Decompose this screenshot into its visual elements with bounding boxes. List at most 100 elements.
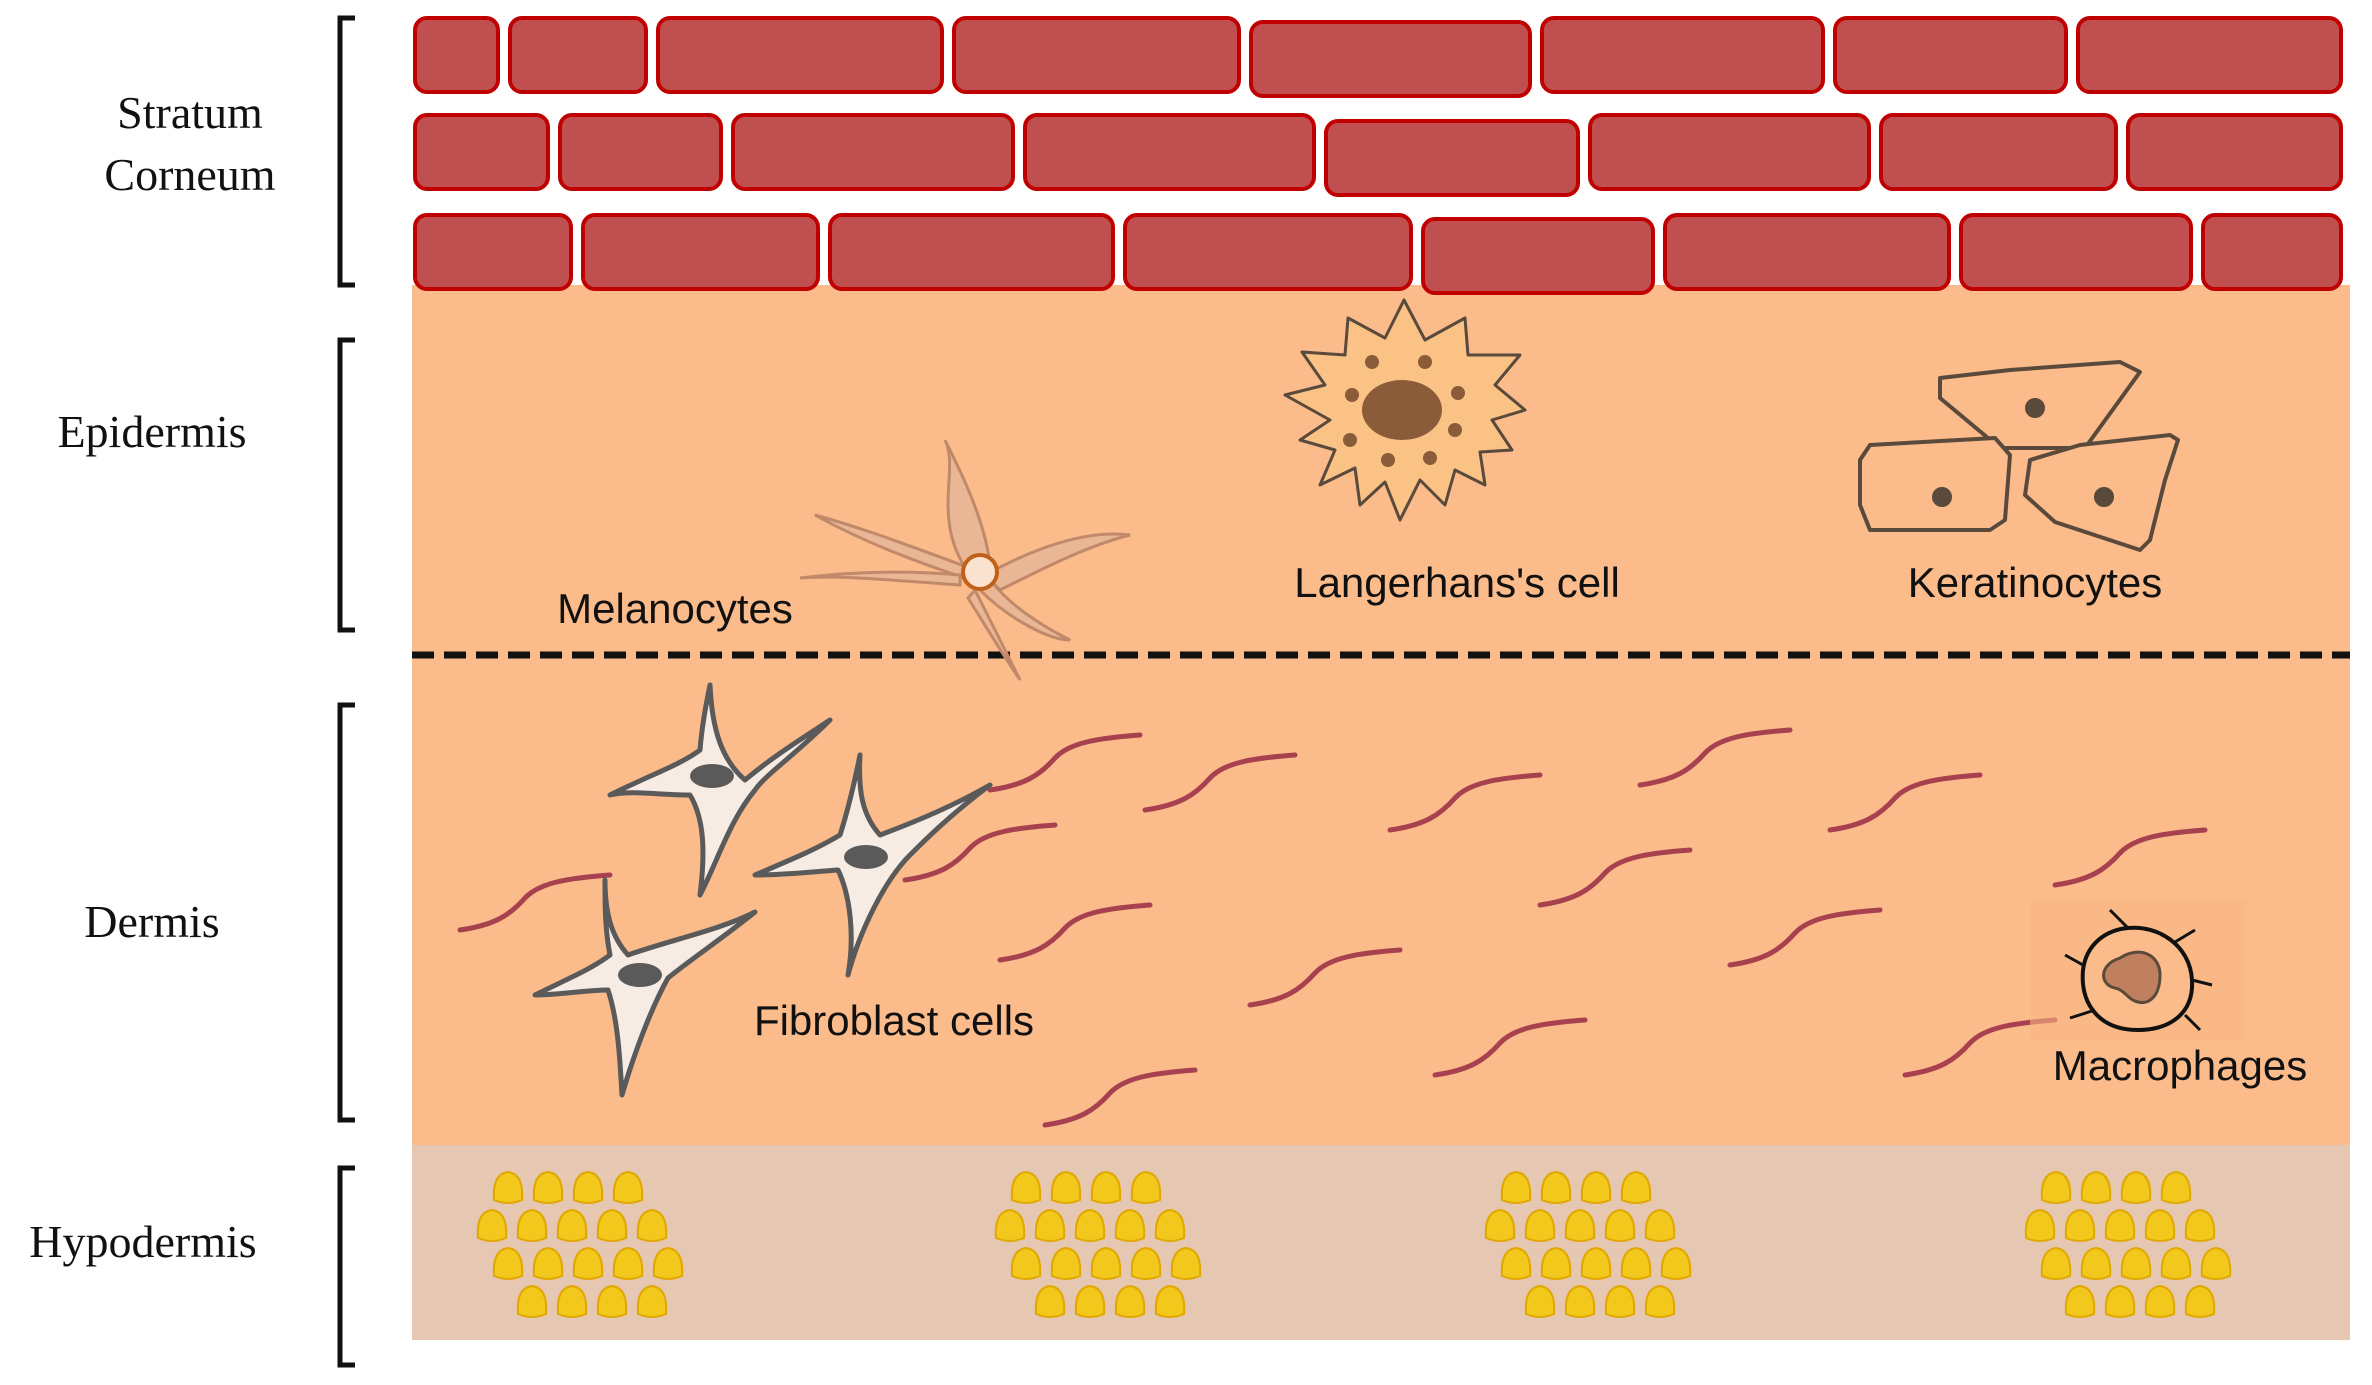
adipocyte xyxy=(556,1208,588,1242)
corneocyte-brick xyxy=(1540,16,1825,94)
adipocyte xyxy=(2024,1208,2056,1242)
adipocyte xyxy=(1154,1208,1186,1242)
adipocyte xyxy=(1034,1284,1066,1318)
adipocyte xyxy=(532,1170,564,1204)
stratum-corneum-bricks xyxy=(413,16,2343,295)
adipocyte xyxy=(1114,1284,1146,1318)
corneocyte-brick xyxy=(1249,20,1532,98)
layer-brackets xyxy=(337,15,355,1368)
adipocyte xyxy=(1620,1246,1652,1280)
adipocyte xyxy=(2104,1208,2136,1242)
adipocyte xyxy=(1154,1284,1186,1318)
adipocyte xyxy=(2104,1284,2136,1318)
adipocyte xyxy=(2080,1246,2112,1280)
adipocyte xyxy=(1524,1284,1556,1318)
corneocyte-brick xyxy=(2201,213,2343,291)
adipocyte xyxy=(2200,1246,2232,1280)
label-melanocytes: Melanocytes xyxy=(557,585,793,632)
corneocyte-brick xyxy=(1123,213,1413,291)
collagen-fiber xyxy=(1387,772,1543,833)
label-langerhans-cell: Langerhans's cell xyxy=(1294,559,1620,606)
fibroblast-cells-icon xyxy=(532,682,993,1098)
adipocyte xyxy=(492,1170,524,1204)
adipocyte xyxy=(1620,1170,1652,1204)
adipocyte xyxy=(994,1208,1026,1242)
adipocyte xyxy=(1540,1246,1572,1280)
collagen-fiber xyxy=(1247,947,1403,1008)
corneocyte-brick xyxy=(1879,113,2118,191)
adipocyte xyxy=(516,1208,548,1242)
collagen-fiber xyxy=(1142,752,1298,813)
adipocyte xyxy=(596,1208,628,1242)
label-stratum-line1: Stratum xyxy=(117,87,263,138)
adipocyte xyxy=(2064,1284,2096,1318)
adipocyte xyxy=(652,1246,684,1280)
adipocyte xyxy=(2144,1208,2176,1242)
adipocyte xyxy=(1540,1170,1572,1204)
melanocyte-icon xyxy=(799,439,1131,681)
collagen-fiber xyxy=(457,872,613,933)
adipocyte xyxy=(1074,1208,1106,1242)
adipocyte xyxy=(1484,1208,1516,1242)
adipocyte xyxy=(1524,1208,1556,1242)
adipocyte xyxy=(2040,1246,2072,1280)
adipocyte xyxy=(1130,1170,1162,1204)
adipocyte xyxy=(636,1284,668,1318)
adipocyte xyxy=(1034,1208,1066,1242)
adipocyte xyxy=(1644,1284,1676,1318)
adipocyte xyxy=(1050,1170,1082,1204)
bracket-epidermis xyxy=(337,337,355,633)
collagen-fiber xyxy=(1432,1017,1588,1078)
collagen-fiber xyxy=(1827,772,1983,833)
label-epidermis: Epidermis xyxy=(57,406,246,457)
keratinocytes-icon xyxy=(1858,360,2180,552)
bracket-dermis xyxy=(337,702,355,1123)
corneocyte-brick xyxy=(508,16,648,94)
adipocyte xyxy=(1130,1246,1162,1280)
hypodermis-layer xyxy=(412,1145,2350,1340)
corneocyte-brick xyxy=(413,16,500,94)
adipocyte xyxy=(1010,1170,1042,1204)
label-hypodermis: Hypodermis xyxy=(29,1216,256,1267)
corneocyte-brick xyxy=(2076,16,2343,94)
adipocyte xyxy=(2120,1170,2152,1204)
adipocyte xyxy=(612,1170,644,1204)
adipocyte xyxy=(2080,1170,2112,1204)
adipocyte xyxy=(1010,1246,1042,1280)
adipocyte xyxy=(532,1246,564,1280)
adipocyte xyxy=(596,1284,628,1318)
langerhans-cell-icon xyxy=(1283,298,1527,522)
corneocyte-brick xyxy=(1663,213,1951,291)
adipocyte xyxy=(492,1246,524,1280)
adipocyte xyxy=(2160,1170,2192,1204)
collagen-fiber xyxy=(1637,727,1793,788)
collagen-fibers xyxy=(457,727,2208,1128)
adipocyte xyxy=(1500,1246,1532,1280)
label-macrophages: Macrophages xyxy=(2053,1042,2307,1089)
corneocyte-brick xyxy=(952,16,1241,94)
bracket-hypodermis xyxy=(337,1165,355,1368)
corneocyte-brick xyxy=(656,16,944,94)
adipocyte xyxy=(612,1246,644,1280)
corneocyte-brick xyxy=(1023,113,1316,191)
adipocyte xyxy=(1074,1284,1106,1318)
adipocyte xyxy=(1564,1284,1596,1318)
bracket-stratum-corneum xyxy=(337,15,355,288)
collagen-fiber xyxy=(902,822,1058,883)
label-dermis: Dermis xyxy=(84,896,219,947)
adipocyte xyxy=(476,1208,508,1242)
adipocyte xyxy=(1170,1246,1202,1280)
adipocyte xyxy=(1580,1170,1612,1204)
adipocyte xyxy=(1564,1208,1596,1242)
adipocyte xyxy=(1050,1246,1082,1280)
collagen-fiber xyxy=(1537,847,1693,908)
adipocyte xyxy=(572,1246,604,1280)
corneocyte-brick xyxy=(1421,217,1655,295)
adipocyte xyxy=(636,1208,668,1242)
adipocyte xyxy=(2184,1284,2216,1318)
fibroblast-3 xyxy=(532,877,758,1098)
adipocyte xyxy=(1580,1246,1612,1280)
adipocyte xyxy=(2160,1246,2192,1280)
adipocyte xyxy=(2040,1170,2072,1204)
